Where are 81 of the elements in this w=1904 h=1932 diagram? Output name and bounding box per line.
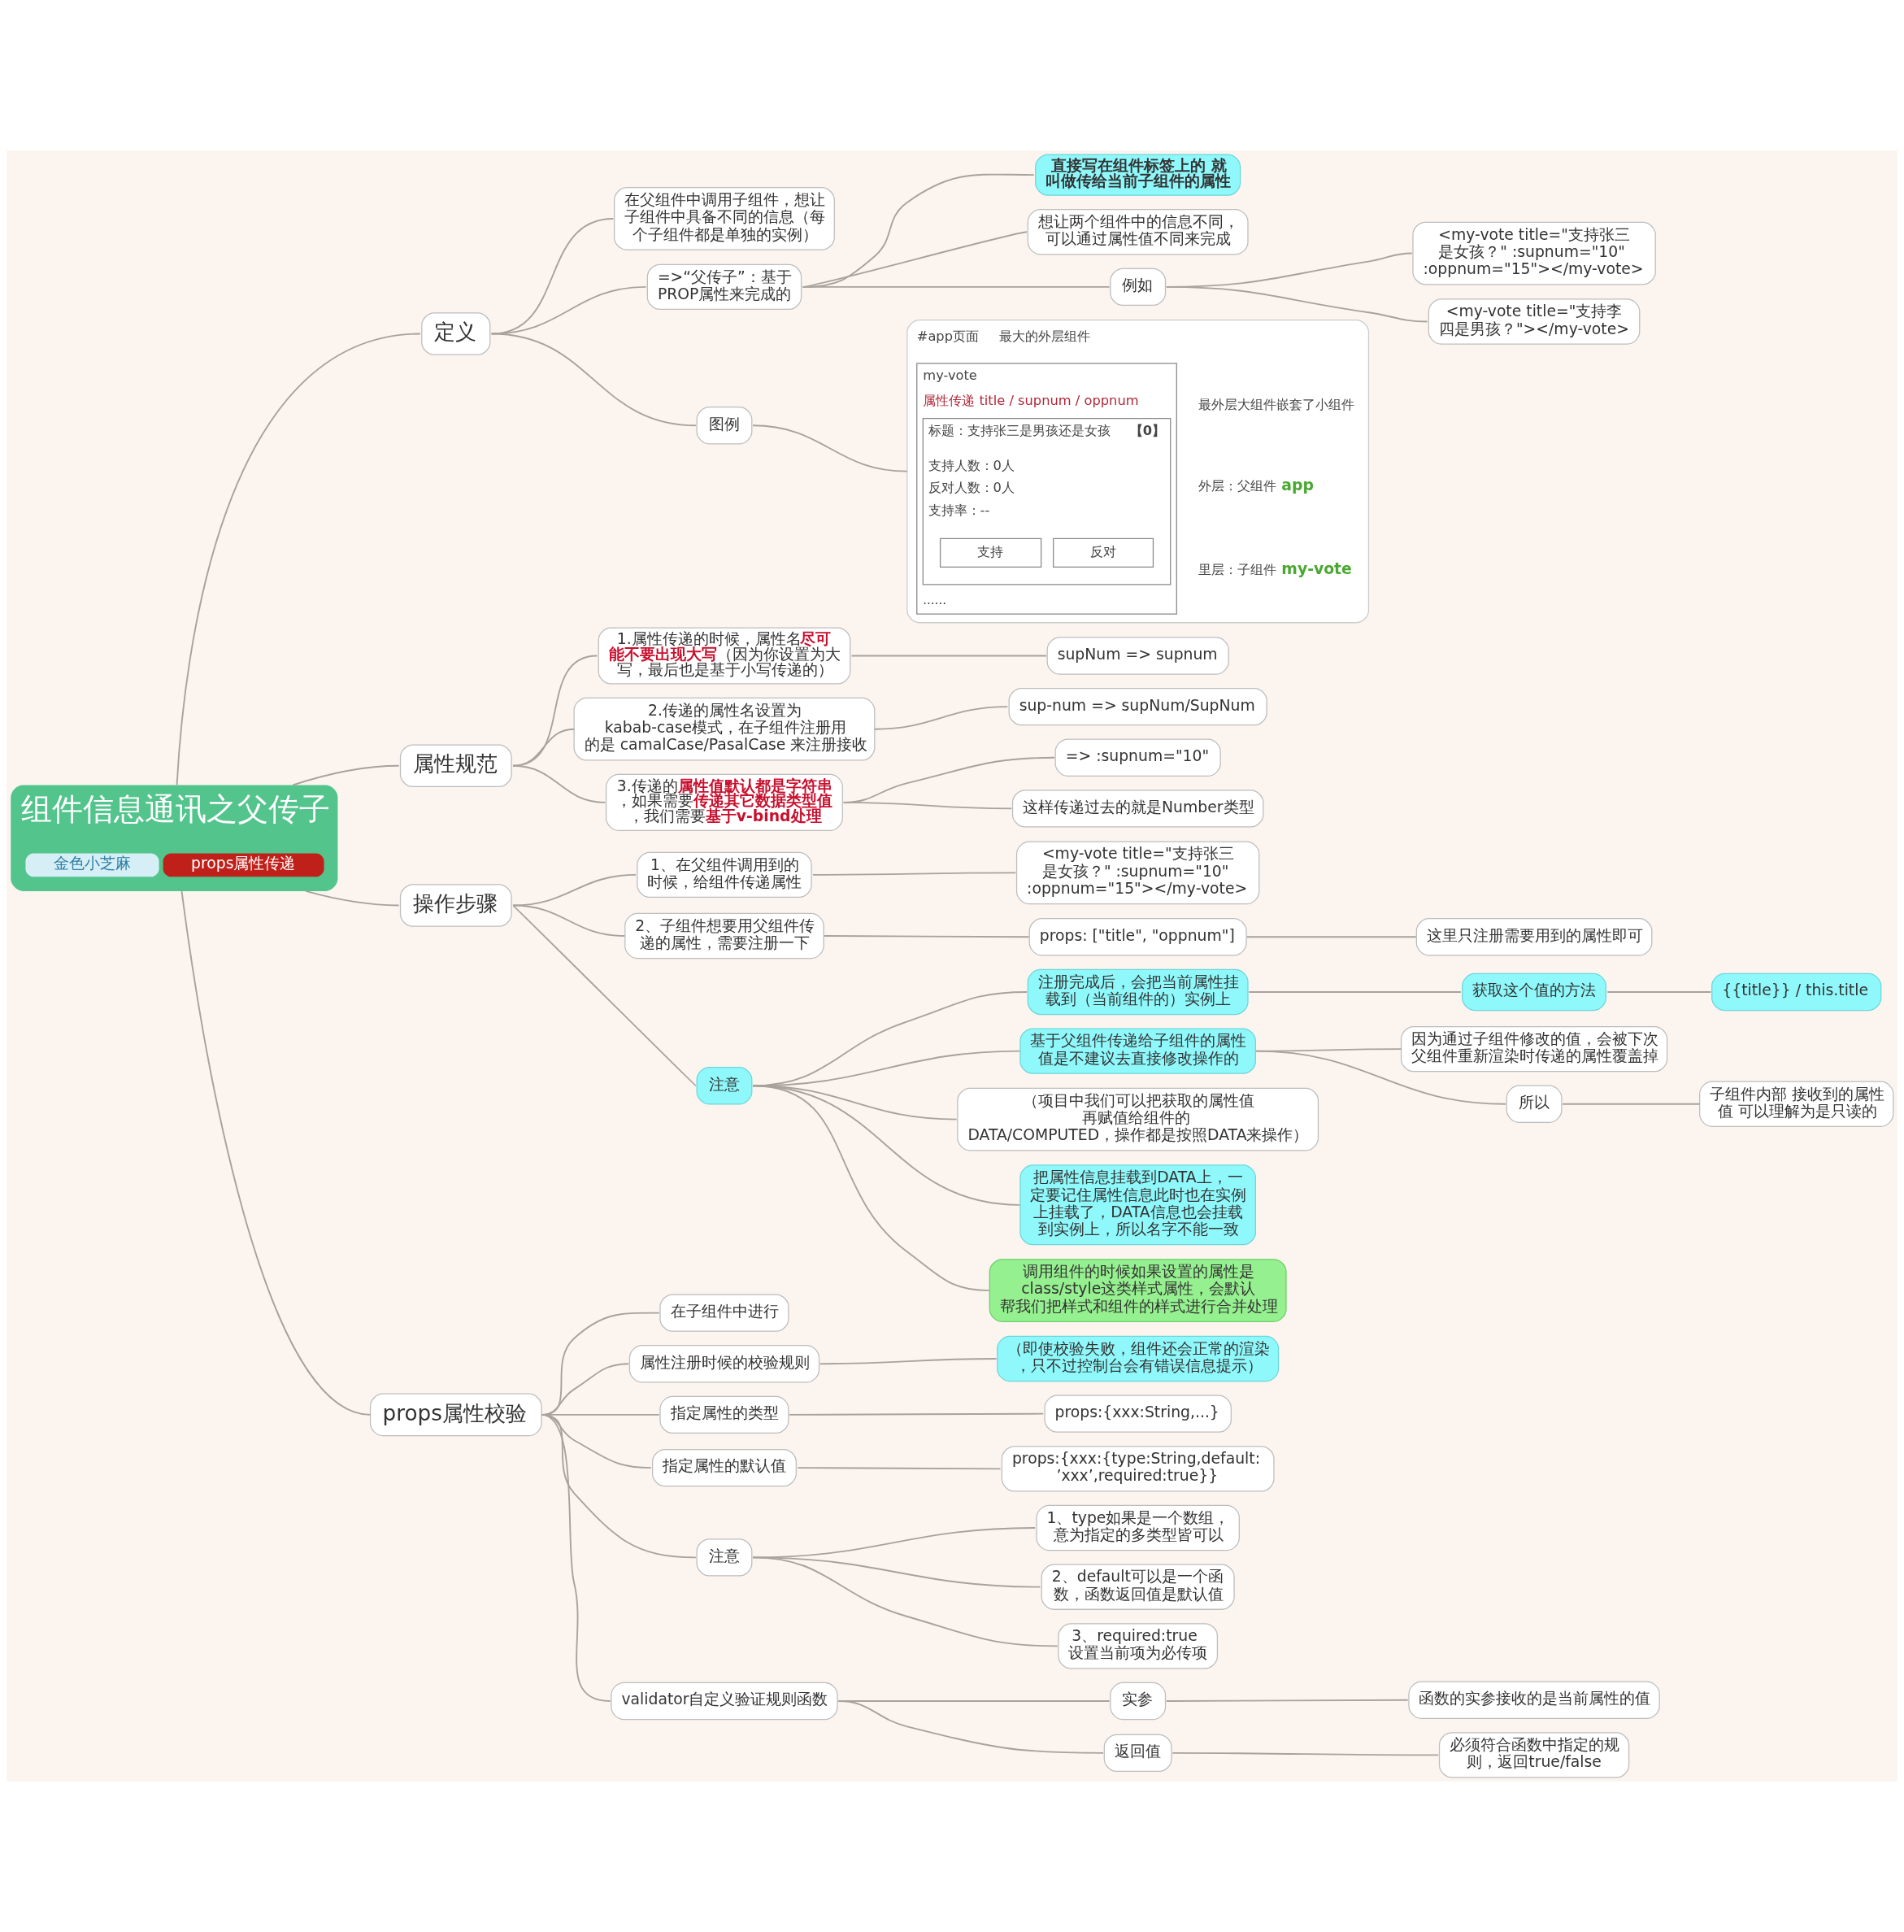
connector bbox=[1562, 1103, 1701, 1105]
connector bbox=[1165, 1699, 1409, 1702]
node-box: 必须符合函数中指定的规则，返回true/false bbox=[1438, 1732, 1630, 1778]
node-box: 在子组件中进行 bbox=[659, 1294, 789, 1332]
node-box: 把属性信息挂载到DATA上，一定要记住属性信息此时也在实例上挂载了，DATA信息也会挂载到实例上，所以名字不能一致 bbox=[1019, 1164, 1256, 1246]
node-box: {{title}} / this.title bbox=[1711, 973, 1882, 1012]
node-box: props: ["title", "oppnum"] bbox=[1028, 918, 1247, 956]
node-box: 基于父组件传递给子组件的属性值是不建议去直接修改操作的 bbox=[1019, 1028, 1256, 1074]
connector bbox=[176, 333, 421, 786]
node-box: 注意 bbox=[696, 1538, 753, 1577]
node-box: 在父组件中调用子组件，想让子组件中具备不同的信息（每个子组件都是单独的实例） bbox=[614, 187, 835, 250]
node-box: 2.传递的属性名设置为kabab-case模式，在子组件注册用的是 camalCase/PasalCase 来注册接收 bbox=[573, 697, 876, 761]
node-box: 这样传递过去的就是Number类型 bbox=[1011, 790, 1264, 828]
node-box: 例如 bbox=[1110, 268, 1167, 307]
node-box: <my-vote title="支持张三是女孩？" :supnum="10" :oppnum="15"></my-vote> bbox=[1412, 221, 1656, 285]
node-box: 属性注册时候的校验规则 bbox=[628, 1345, 820, 1383]
connector bbox=[797, 1467, 1002, 1470]
connector bbox=[512, 904, 697, 1087]
node-box: props属性校验 bbox=[369, 1393, 542, 1437]
node-box: 调用组件的时候如果设置的属性是class/style这类样式属性，会默认帮我们把样式和组件的样式进行合并处理 bbox=[989, 1259, 1287, 1322]
node-box: 操作步骤 bbox=[399, 884, 512, 927]
connector bbox=[512, 873, 637, 907]
node-box: 3.传递的属性值默认都是字符串，如果需要传递其它数据类型值，我们需要基于v-bind处理 bbox=[606, 773, 843, 831]
node-box: props:{xxx:{type:String,default:’xxx’,required:true}} bbox=[1001, 1446, 1275, 1492]
connector bbox=[512, 764, 606, 803]
node-box: 这里只注册需要用到的属性即可 bbox=[1415, 918, 1653, 956]
node-box: 1、type如果是一个数组，意为指定的多类型皆可以 bbox=[1036, 1504, 1240, 1551]
node-box: 图例 bbox=[696, 407, 753, 445]
node-box: 直接写在组件标签上的 就叫做传给当前子组件的属性 bbox=[1035, 154, 1241, 196]
node-box: 所以 bbox=[1506, 1085, 1563, 1123]
node-box: （项目中我们可以把获取的属性值再赋值给组件的 DATA/COMPUTED，操作都是按照DATA来操作） bbox=[957, 1087, 1319, 1151]
node-box: <my-vote title="支持张三是女孩？" :supnum="10" :oppnum="15"></my-vote> bbox=[1015, 841, 1260, 905]
connector bbox=[752, 1085, 990, 1291]
connector bbox=[1255, 1050, 1506, 1105]
node-box: 获取这个值的方法 bbox=[1462, 973, 1607, 1012]
node-box: sup-num => supNum/SupNum bbox=[1008, 687, 1267, 726]
node-box: => :supnum="10" bbox=[1054, 738, 1221, 777]
node-box: 属性规范 bbox=[399, 744, 512, 788]
node-box: 注意 bbox=[696, 1067, 753, 1105]
connector bbox=[752, 1556, 1059, 1647]
connector bbox=[752, 424, 908, 472]
node-box: 函数的实参接收的是当前属性的值 bbox=[1408, 1681, 1660, 1719]
connector bbox=[850, 655, 1047, 657]
connector bbox=[812, 872, 1017, 876]
connector bbox=[819, 1358, 998, 1365]
node-box: <my-vote title="支持李四是男孩？"></my-vote> bbox=[1428, 298, 1641, 345]
connector bbox=[789, 1412, 1045, 1416]
node-box: 定义 bbox=[421, 312, 491, 355]
connector bbox=[873, 706, 1009, 730]
connector bbox=[292, 764, 400, 786]
node-box: 实参 bbox=[1110, 1682, 1167, 1721]
node-box: 子组件内部 接收到的属性值 可以理解为是只读的 bbox=[1699, 1081, 1894, 1127]
connector bbox=[180, 890, 372, 1416]
node-box: 注册完成后，会把当前属性挂载到（当前组件的）实例上 bbox=[1027, 968, 1249, 1016]
node-box: 1、在父组件调用到的时候，给组件传递属性 bbox=[637, 851, 812, 899]
node-box: 想让两个组件中的信息不同，可以通过属性值不同来完成 bbox=[1027, 209, 1249, 255]
node-box: 1.属性传递的时候，属性名尽可能不要出现大写（因为你设置为大写，最后也是基于小写传递的） bbox=[598, 627, 851, 685]
connector bbox=[1165, 285, 1428, 323]
connector bbox=[1606, 991, 1712, 993]
node-box: 3、required:true 设置当前项为必传项 bbox=[1058, 1623, 1219, 1669]
node-box: （即使校验失败，组件还会正常的渲染，只不过控制台会有错误信息提示） bbox=[997, 1335, 1280, 1382]
node-box: supNum => supnum bbox=[1046, 637, 1229, 675]
connector bbox=[1248, 991, 1462, 993]
node-box: validator自定义验证规则函数 bbox=[611, 1682, 838, 1721]
connector bbox=[490, 333, 697, 427]
connector bbox=[842, 801, 1013, 810]
node-box: 2、default可以是一个函数，函数返回值是默认值 bbox=[1041, 1564, 1235, 1610]
connector bbox=[1172, 1752, 1440, 1756]
connector bbox=[305, 890, 400, 907]
connector bbox=[512, 904, 626, 937]
connector bbox=[1245, 936, 1417, 938]
node-box: props:{xxx:String,...} bbox=[1044, 1395, 1232, 1433]
connector bbox=[837, 1700, 1104, 1754]
node-box: 指定属性的默认值 bbox=[652, 1448, 797, 1487]
node-box: 因为通过子组件修改的值，会被下次父组件重新渲染时传递的属性覆盖掉 bbox=[1400, 1025, 1668, 1073]
connector bbox=[823, 935, 1030, 938]
node-box: 返回值 bbox=[1103, 1734, 1172, 1773]
connector bbox=[802, 285, 1111, 288]
node-box: 2、子组件想要用父组件传递的属性，需要注册一下 bbox=[624, 912, 824, 959]
node-box: 指定属性的类型 bbox=[659, 1395, 789, 1434]
node-box: =>“父传子”：基于PROP属性来完成的 bbox=[646, 263, 802, 311]
